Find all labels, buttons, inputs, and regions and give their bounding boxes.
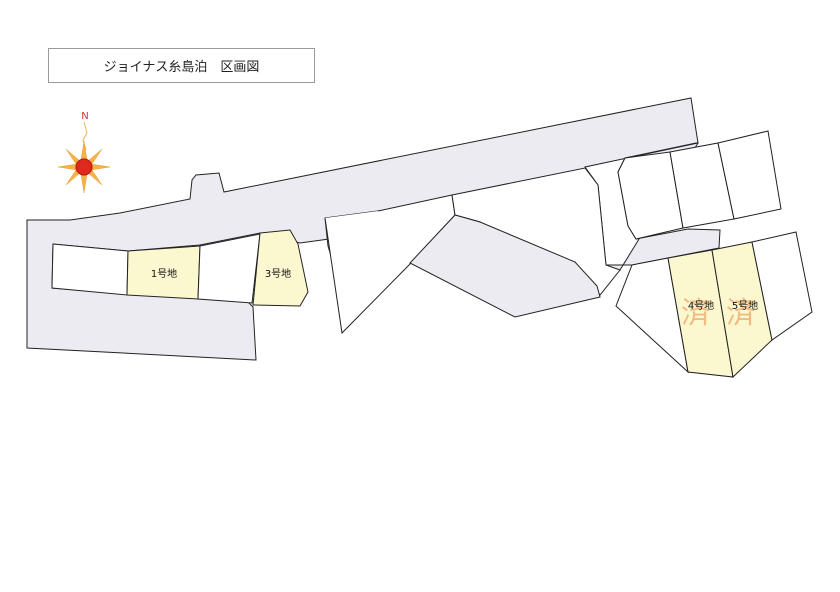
- north-compass-icon: N: [57, 111, 111, 194]
- compass-north-label: N: [81, 111, 88, 122]
- open-land: [409, 214, 601, 318]
- lot-left-c: [197, 233, 261, 304]
- lot-3-label: 3号地: [265, 267, 291, 280]
- lot-5-sold-mark: 済: [726, 296, 756, 331]
- lot-left-a: [51, 243, 129, 296]
- lot-4-label: 4号地: [688, 299, 714, 312]
- lot-right-c: [717, 130, 782, 220]
- map-title: ジョイナス糸島泊 区画図: [48, 48, 315, 83]
- lot-5-label: 5号地: [732, 299, 758, 312]
- lot-4-sold-mark: 済: [681, 296, 711, 331]
- lot-right-e: [751, 231, 813, 341]
- lot-3: [252, 229, 309, 307]
- lot-1-label: 1号地: [151, 267, 177, 280]
